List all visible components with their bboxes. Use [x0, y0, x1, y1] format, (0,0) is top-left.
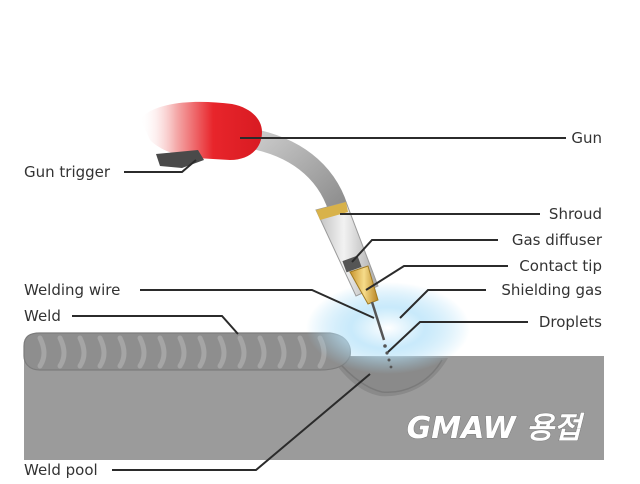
- label-welding-wire: Welding wire: [24, 281, 120, 299]
- gun-trigger-shape: [156, 150, 204, 168]
- leader-welding-wire: [140, 289, 375, 319]
- leader-gun-trigger: [124, 159, 197, 173]
- label-gas-diffuser: Gas diffuser: [512, 231, 603, 249]
- label-gun: Gun: [571, 129, 602, 147]
- welding-wire: [370, 301, 386, 341]
- gun-neck: [248, 130, 350, 225]
- gun-handle: [140, 101, 262, 168]
- leader-weld-pool: [112, 373, 371, 471]
- label-gun-trigger: Gun trigger: [24, 163, 111, 181]
- leader-droplets: [387, 321, 528, 353]
- leader-shielding-gas: [399, 289, 486, 319]
- droplets: [383, 344, 393, 369]
- leader-lines: [72, 137, 566, 471]
- leader-gas-diffuser: [351, 239, 498, 263]
- label-droplets: Droplets: [539, 313, 602, 331]
- label-shielding-gas: Shielding gas: [501, 281, 602, 299]
- label-weld: Weld: [24, 307, 61, 325]
- leader-contact-tip: [365, 265, 508, 291]
- diagram-title: GMAW 용접: [407, 411, 585, 446]
- base-metal: [24, 356, 604, 460]
- gas-diffuser: [342, 255, 362, 273]
- leader-weld: [72, 315, 239, 335]
- contact-tip: [349, 265, 379, 305]
- label-weld-pool: Weld pool: [24, 461, 98, 479]
- label-shroud: Shroud: [549, 205, 602, 223]
- label-contact-tip: Contact tip: [519, 257, 602, 275]
